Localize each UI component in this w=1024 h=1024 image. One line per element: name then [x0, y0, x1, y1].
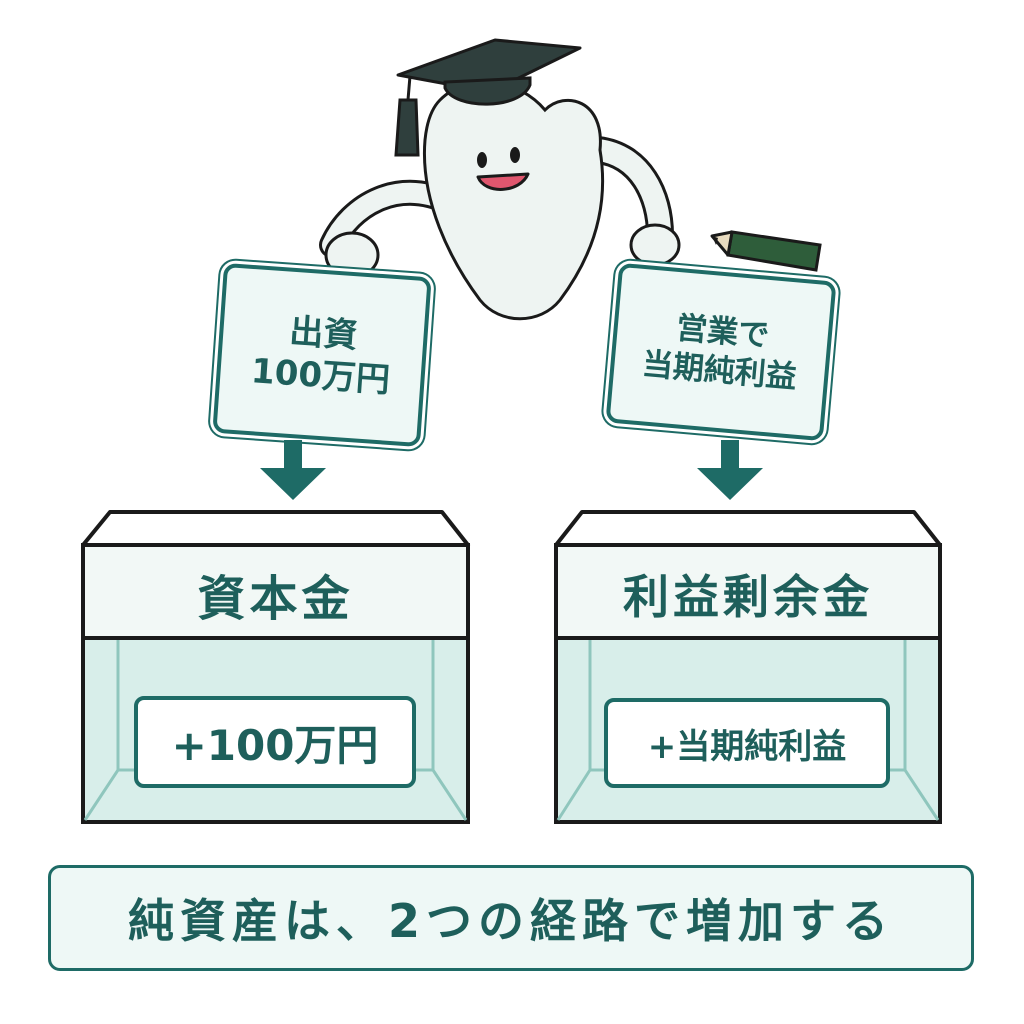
graduation-cap-icon [394, 38, 582, 157]
down-arrow-icon [260, 440, 326, 500]
mascot-body [422, 80, 605, 321]
capital-box-value: +100万円 [134, 696, 416, 788]
retained-box-title: 利益剰余金 [623, 569, 873, 624]
summary-banner: 純資産は、2つの経路で増加する [48, 865, 974, 971]
capital-box-title: 資本金 [197, 570, 354, 627]
mascot-mouth [476, 172, 530, 191]
retained-box-value: +当期純利益 [604, 698, 890, 788]
mascot-eye-right [510, 147, 520, 163]
down-arrow-icon [697, 440, 763, 500]
mascot-eye-left [477, 152, 487, 168]
pencil-icon [710, 230, 822, 272]
